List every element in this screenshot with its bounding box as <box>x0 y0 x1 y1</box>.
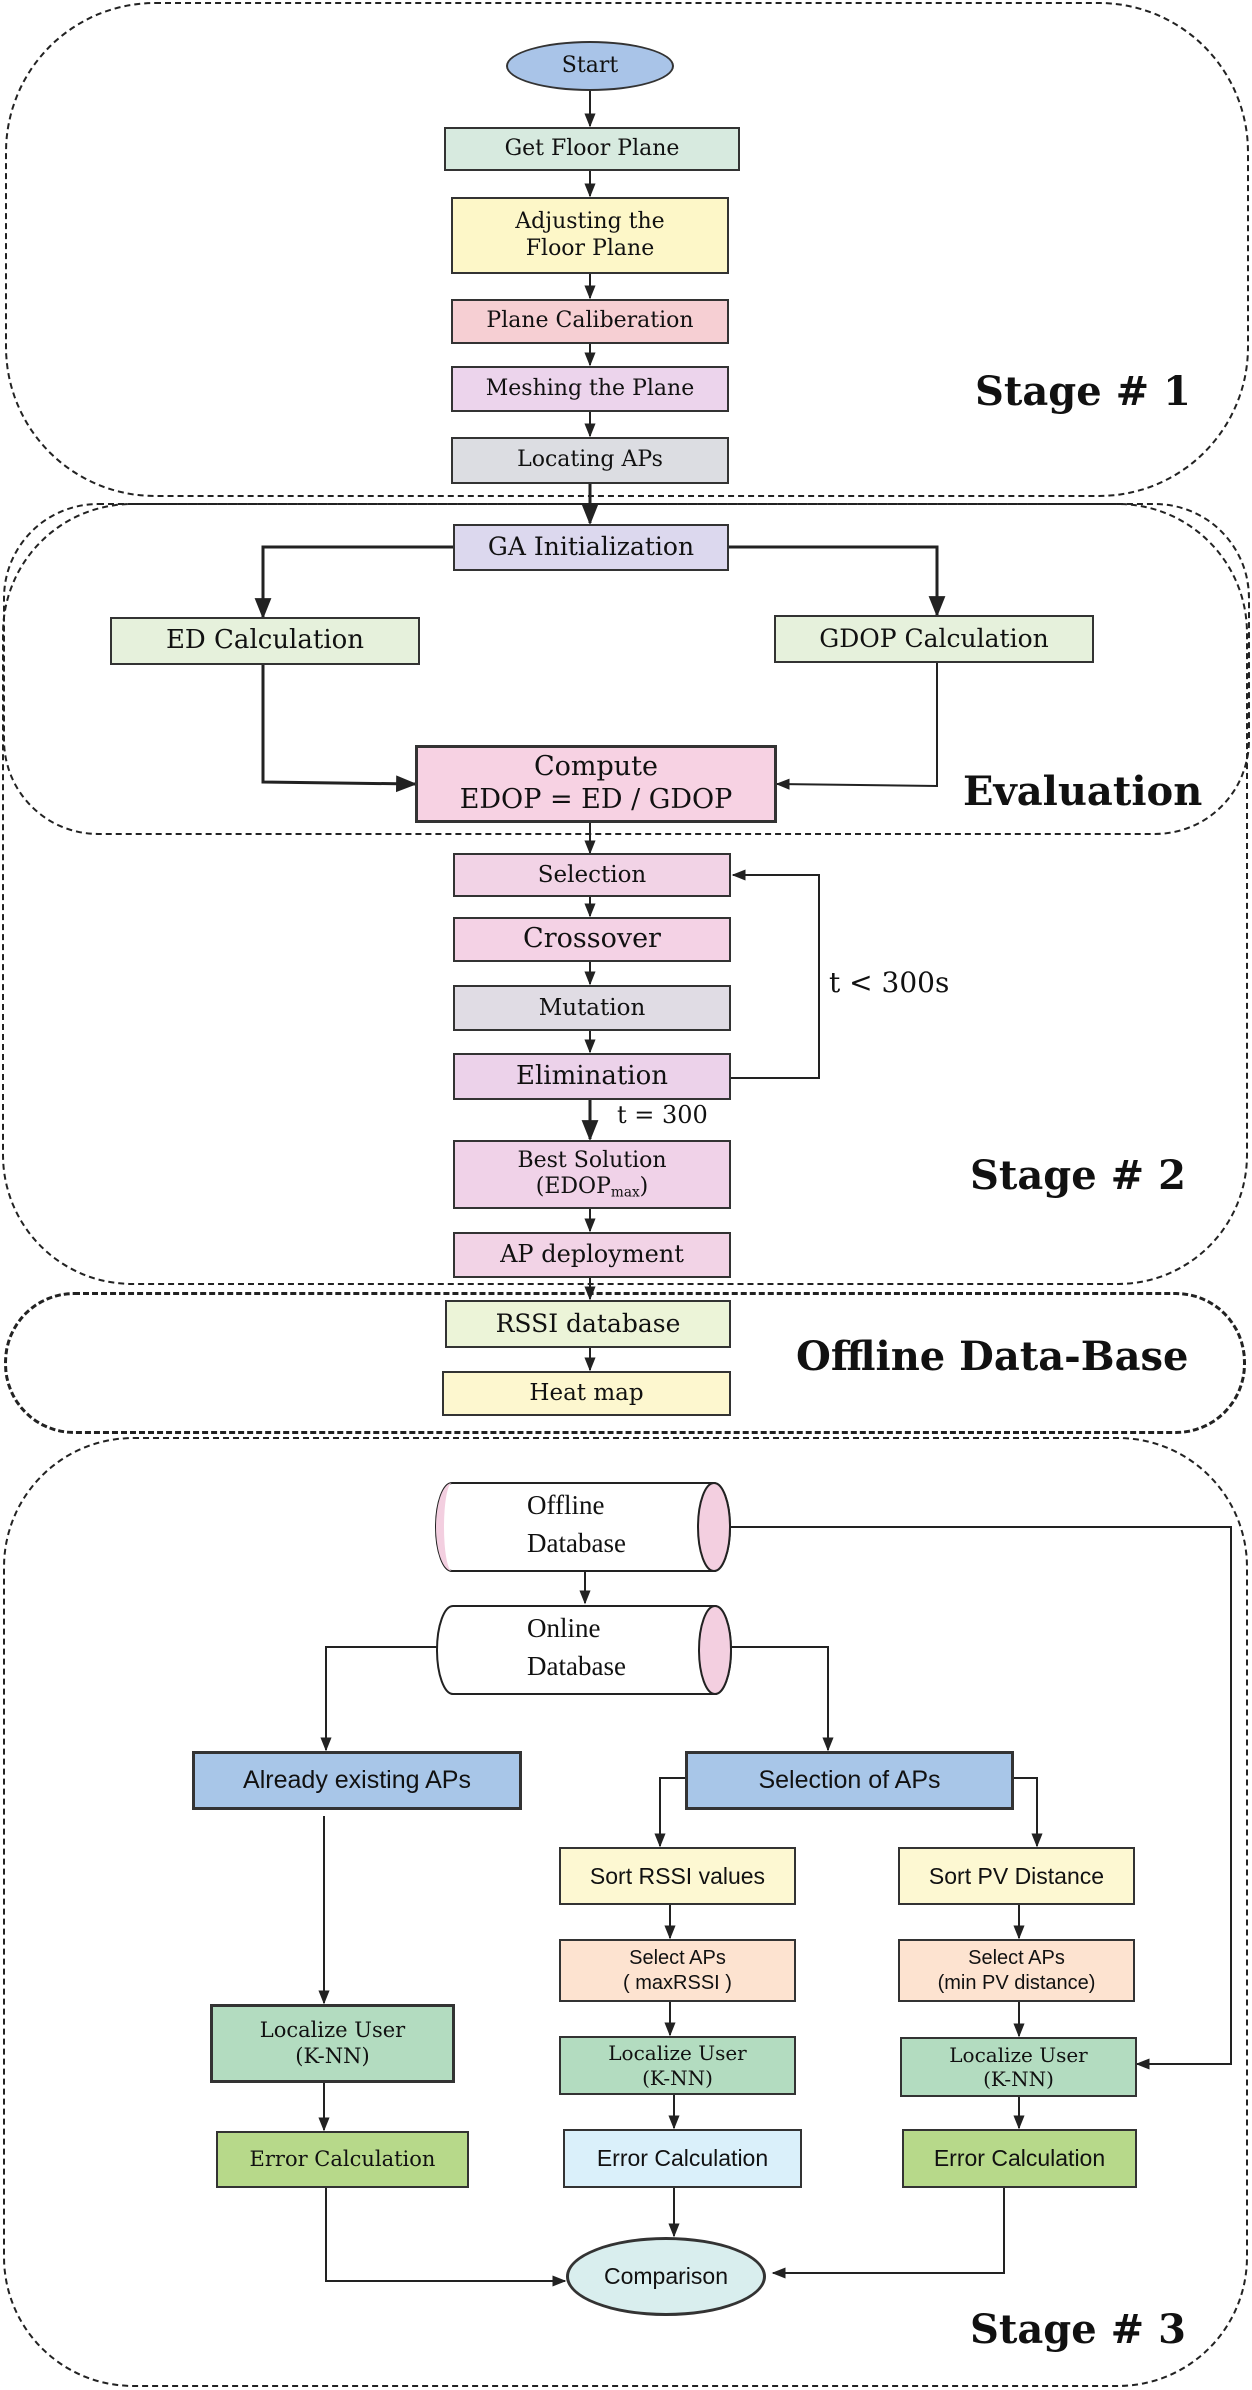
offline-database-cylinder <box>435 1482 731 1572</box>
select-aps-pv-line2: (min PV distance) <box>937 1971 1096 1994</box>
edge-error3-comparison <box>771 2188 1005 2279</box>
edge-ed-compute <box>261 665 418 793</box>
edge-ga-ed <box>254 545 453 620</box>
localize-user-2-line1: Localize User <box>608 2041 747 2066</box>
offline-database-line1: Offline <box>527 1490 605 1520</box>
loop-condition-label: t < 300s <box>829 966 950 999</box>
select-aps-pv-node: Select APs (min PV distance) <box>898 1939 1135 2002</box>
localize-user-1-line2: (K-NN) <box>295 2043 370 2068</box>
stage2-region <box>2 503 1248 1285</box>
sort-rssi-values-node: Sort RSSI values <box>559 1847 796 1905</box>
online-database-line2: Database <box>527 1650 626 1681</box>
online-database-label: Online Database <box>527 1610 626 1686</box>
stage3-region <box>3 1437 1248 2387</box>
already-existing-aps-node: Already existing APs <box>192 1751 522 1810</box>
start-node: Start <box>506 41 674 91</box>
edge-online-selection <box>730 1646 834 1752</box>
error-calculation-3-node: Error Calculation <box>902 2129 1137 2188</box>
sort-pv-distance-node: Sort PV Distance <box>898 1847 1135 1905</box>
rssi-database-node: RSSI database <box>445 1300 731 1348</box>
localize-user-3-line1: Localize User <box>949 2042 1088 2067</box>
select-aps-rssi-line1: Select APs <box>629 1947 726 1970</box>
gdop-calculation-node: GDOP Calculation <box>774 615 1094 663</box>
select-aps-pv-line1: Select APs <box>968 1947 1065 1970</box>
offline-db-region <box>4 1292 1246 1434</box>
compute-edop-node: Compute EDOP = ED / GDOP <box>415 745 777 823</box>
get-floor-plane-node: Get Floor Plane <box>444 127 740 171</box>
selection-of-aps-node: Selection of APs <box>685 1751 1014 1810</box>
localize-user-1-node: Localize User (K-NN) <box>210 2004 455 2083</box>
localize-user-1-line1: Localize User <box>259 2017 406 2042</box>
ed-calculation-node: ED Calculation <box>110 617 420 665</box>
edge-offline-localize3 <box>728 1526 1232 2070</box>
edge-online-existing <box>320 1646 438 1752</box>
best-solution-edop: EDOP <box>544 1174 611 1200</box>
crossover-node: Crossover <box>453 917 731 962</box>
offline-database-line2: Database <box>527 1527 626 1558</box>
ap-deployment-node: AP deployment <box>453 1232 731 1278</box>
compute-line2: EDOP = ED / GDOP <box>459 784 733 815</box>
stage2-label: Stage # 2 <box>970 1152 1186 1199</box>
heat-map-node: Heat map <box>442 1371 731 1416</box>
best-solution-node: Best Solution (EDOPmax) <box>453 1140 731 1209</box>
error-calculation-1-node: Error Calculation <box>216 2131 469 2188</box>
best-solution-max: max <box>610 1184 640 1201</box>
error-calculation-2-node: Error Calculation <box>563 2129 802 2188</box>
offline-database-label: Offline Database <box>527 1487 626 1563</box>
select-aps-rssi-node: Select APs ( maxRSSI ) <box>559 1939 796 2002</box>
edge-selection-sortrssi <box>654 1777 685 1848</box>
locating-aps-node: Locating APs <box>451 437 729 484</box>
plane-calibration-node: Plane Caliberation <box>451 299 729 344</box>
localize-user-2-node: Localize User (K-NN) <box>559 2036 796 2095</box>
localize-user-2-line2: (K-NN) <box>642 2065 713 2090</box>
adjusting-floor-plane-node: Adjusting the Floor Plane <box>451 197 729 274</box>
exit-condition-label: t = 300 <box>617 1101 708 1129</box>
selection-node: Selection <box>453 853 731 897</box>
stage3-label: Stage # 3 <box>970 2306 1186 2353</box>
mutation-node: Mutation <box>453 985 731 1031</box>
comparison-node: Comparison <box>566 2237 766 2316</box>
localize-user-3-line2: (K-NN) <box>983 2067 1054 2091</box>
edge-gdop-compute <box>775 663 938 790</box>
best-solution-line1: Best Solution <box>517 1147 667 1173</box>
stage1-region <box>5 2 1249 497</box>
compute-line1: Compute <box>533 751 659 783</box>
ga-initialization-node: GA Initialization <box>453 524 729 571</box>
stage1-label: Stage # 1 <box>975 368 1191 415</box>
evaluation-label: Evaluation <box>963 768 1203 815</box>
edge-selection-sortpv <box>1014 1777 1043 1848</box>
edge-ga-gdop <box>729 545 946 618</box>
best-solution-line2: (EDOPmax) <box>535 1174 649 1201</box>
meshing-plane-node: Meshing the Plane <box>451 366 729 412</box>
elimination-node: Elimination <box>453 1053 731 1100</box>
offline-db-label: Offline Data-Base <box>796 1333 1189 1380</box>
online-database-cylinder <box>436 1605 732 1695</box>
edge-error1-comparison <box>325 2188 567 2287</box>
online-database-line1: Online <box>527 1613 601 1643</box>
edge-elimination-loop <box>731 869 820 1079</box>
select-aps-rssi-line2: ( maxRSSI ) <box>623 1971 732 1994</box>
localize-user-3-node: Localize User (K-NN) <box>900 2037 1137 2097</box>
